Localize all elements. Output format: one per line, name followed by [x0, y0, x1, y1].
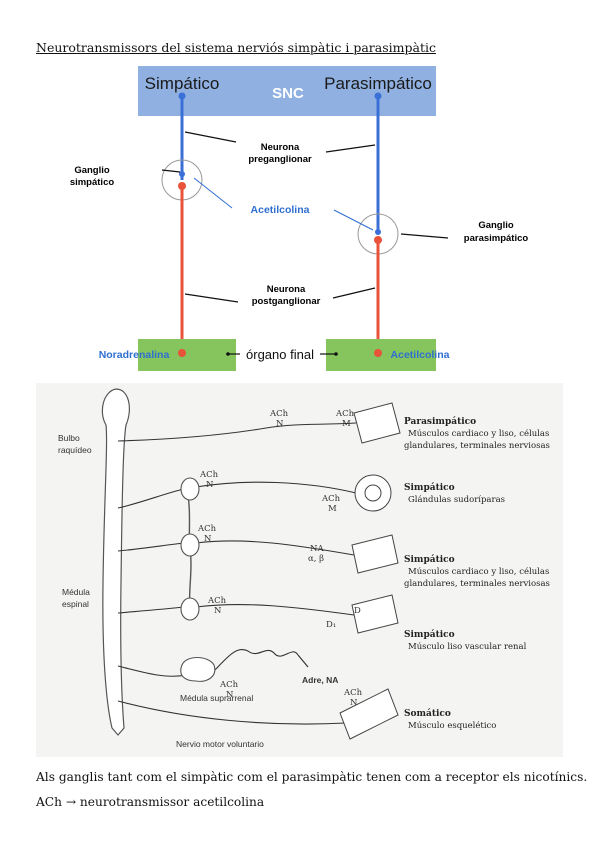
row5-desc-1: Músculo esquelético	[408, 720, 496, 731]
acetilcolina-pointers	[193, 177, 374, 231]
row2-title: Simpático	[404, 482, 455, 493]
row3-desc-2: glandulares, terminales nerviosas	[404, 579, 550, 589]
row3-title: Simpático	[404, 554, 455, 565]
effector-gland-inner	[364, 484, 382, 502]
medula-label-1: Médula	[62, 587, 90, 597]
row4-d1: D₁	[326, 620, 336, 630]
spinal-cord	[101, 388, 130, 736]
axon-lines	[117, 422, 357, 725]
snc-center-label: SNC	[272, 85, 304, 102]
para-preganglionic-soma	[374, 92, 382, 100]
neurona-pre-label-2: preganglionar	[248, 154, 312, 165]
row5-ach-n-1: ACh	[219, 680, 239, 690]
simp-postganglionic-soma	[178, 182, 186, 190]
ganglio-simp-label-2: simpático	[70, 177, 115, 188]
bulbo-label-2: raquídeo	[58, 445, 92, 455]
bulbo-label-1: Bulbo	[58, 433, 80, 443]
effectors	[339, 402, 401, 740]
ganglio-para-label-1: Ganglio	[478, 220, 514, 231]
row4-d: D	[354, 606, 361, 616]
neurona-post-label-1: Neurona	[267, 284, 306, 295]
paragraph-receptors: Als ganglis tant com el simpàtic com el …	[36, 770, 588, 784]
row4-desc-1: Músculo liso vascular renal	[408, 641, 527, 652]
snc-box	[138, 66, 436, 116]
ganglion-1	[180, 477, 200, 501]
effector-muscle-2	[351, 534, 399, 574]
ganglion-3	[180, 597, 200, 621]
para-ganglion-synapse	[375, 229, 381, 235]
ganglia	[180, 477, 200, 621]
row2-ach-m-2: M	[328, 504, 337, 514]
paragraph-ach: ACh → neurotransmissor acetilcolina	[36, 795, 265, 809]
row1-ach-n-1: ACh	[269, 409, 289, 419]
row2-ach-n-2: N	[206, 480, 214, 490]
ganglion-2	[180, 533, 200, 557]
pointer-lines	[161, 131, 449, 303]
effector-muscle-3	[351, 594, 399, 634]
row1-desc-2: glandulares, terminales nerviosas	[404, 441, 550, 451]
row1-title: Parasimpático	[404, 416, 476, 427]
row1-ach-n-2: N	[276, 419, 284, 429]
ganglio-simp-label-1: Ganglio	[74, 165, 110, 176]
snc-right-label: Parasimpático	[324, 74, 432, 93]
nervio-motor-label: Nervio motor voluntario	[176, 739, 264, 749]
simp-preganglionic-soma	[178, 92, 186, 100]
ganglio-para-label-2: parasimpático	[464, 233, 529, 244]
row3-ach-n-2: N	[204, 534, 212, 544]
adre-na-label: Adre, NA	[302, 675, 338, 685]
snc-left-label: Simpático	[145, 74, 220, 93]
neurona-pre-label-1: Neurona	[261, 142, 300, 153]
adre-arrow	[297, 654, 309, 668]
medula-label-2: espinal	[62, 599, 89, 609]
row4-ach-n-2: N	[214, 606, 222, 616]
row2-ach-n-1: ACh	[199, 470, 219, 480]
effector-skeletal-muscle	[339, 688, 399, 740]
row4-ach-n-1: ACh	[207, 596, 227, 606]
row5-ach-n-2: N	[226, 690, 234, 700]
para-terminal	[374, 349, 382, 357]
autonomic-textbook-figure: Bulbo raquídeo Médula espinal Nervio mot…	[36, 383, 563, 757]
simp-terminal	[178, 349, 186, 357]
row2-desc-1: Glándulas sudoríparas	[408, 494, 505, 505]
row3-desc-1: Músculos cardiaco y liso, células	[408, 566, 549, 577]
row2-ach-m-1: ACh	[321, 494, 341, 504]
organo-arrow-left-head	[226, 352, 230, 356]
row3-na-1: NA	[310, 544, 324, 554]
row6-ach-n-1: ACh	[343, 688, 363, 698]
simp-ganglion-synapse	[179, 171, 185, 177]
row4-title: Simpático	[404, 629, 455, 640]
row5-title: Somático	[404, 708, 451, 719]
page-title: Neurotransmissors del sistema nerviós si…	[36, 40, 436, 55]
organo-arrow-right-head	[334, 352, 338, 356]
row3-na-2: α, β	[308, 554, 324, 564]
acetilcolina-label: Acetilcolina	[251, 204, 310, 216]
noradrenalina-label: Noradrenalina	[99, 349, 170, 361]
row1-desc-1: Músculos cardiaco y liso, células	[408, 428, 549, 439]
medula-supra-label: Médula suprarrenal	[180, 693, 253, 703]
acetilcolina-end-label: Acetilcolina	[391, 349, 450, 361]
organ-box-left	[138, 339, 236, 371]
row1-ach-m-1: ACh	[335, 409, 355, 419]
snc-diagram: Simpático SNC Parasimpático Neurona preg…	[64, 62, 536, 380]
neurona-post-label-2: postganglionar	[252, 296, 321, 307]
row6-ach-n-2: N	[350, 698, 358, 708]
effector-muscle-1	[353, 402, 401, 444]
para-postganglionic-soma	[374, 236, 382, 244]
row1-ach-m-2: M	[342, 419, 351, 429]
organo-final-label: órgano final	[246, 347, 314, 362]
row3-ach-n-1: ACh	[197, 524, 217, 534]
adrenal-medulla	[180, 656, 216, 682]
